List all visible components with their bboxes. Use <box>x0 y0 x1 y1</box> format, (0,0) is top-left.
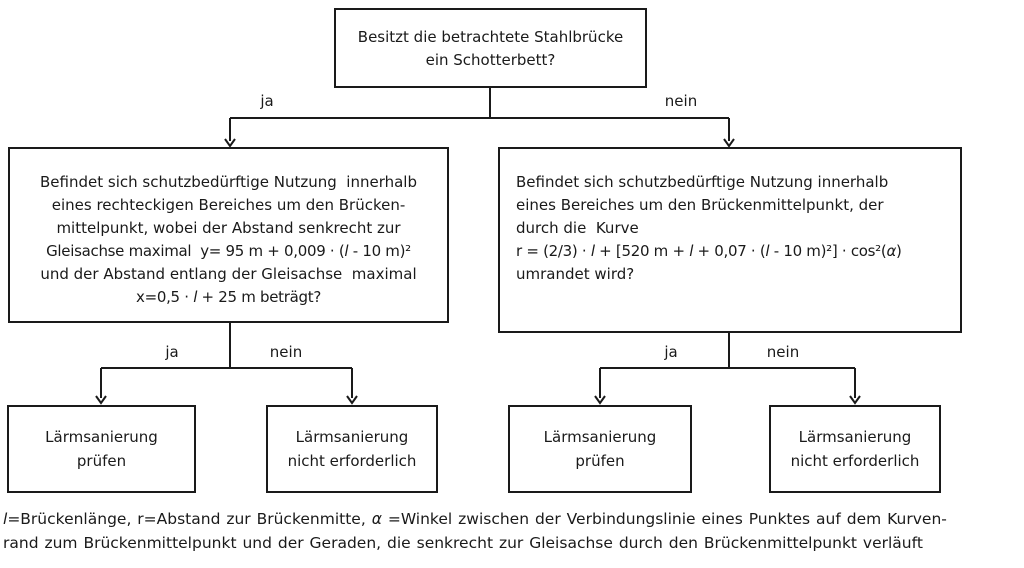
question-text-line: mittelpunkt, wobei der Abstand senkrecht… <box>56 219 401 237</box>
connector-left-split <box>95 323 358 405</box>
question-text-line: ein Schotterbett? <box>425 51 556 69</box>
node-outcome-check-left: Lärmsanierung prüfen <box>7 405 196 493</box>
question-text-line: eines Bereiches um den Brückenmittelpunk… <box>516 196 884 214</box>
legend-footnote: l=Brückenlänge, r=Abstand zur Brückenmit… <box>3 507 1021 555</box>
outcome-text-line: Lärmsanierung <box>45 428 158 446</box>
edge-label-ballast-yes: ja <box>162 342 182 362</box>
formula-y-max: Gleisachse maximal y= 95 m + 0,009 · (l … <box>46 242 411 260</box>
edge-label-ballast-no: nein <box>266 342 306 362</box>
question-text-line: Besitzt die betrachtete Stahlbrücke <box>357 28 624 46</box>
question-text-line: Befindet sich schutzbedürftige Nutzung i… <box>40 173 417 191</box>
outcome-text-line: nicht erforderlich <box>790 452 920 470</box>
arrowhead-down-icon <box>849 395 861 405</box>
edge-label-root-no: nein <box>661 91 701 111</box>
question-text-line: umrandet wird? <box>516 265 635 283</box>
node-ballast-question: Befindet sich schutzbedürftige Nutzung i… <box>8 147 449 323</box>
arrowhead-down-icon <box>723 138 735 148</box>
arrowhead-down-icon <box>594 395 606 405</box>
outcome-text-line: nicht erforderlich <box>287 452 417 470</box>
legend-line: l=Brückenlänge, r=Abstand zur Brückenmit… <box>3 510 947 528</box>
arrowhead-down-icon <box>346 395 358 405</box>
formula-x-max: x=0,5 · l + 25 m beträgt? <box>136 288 321 306</box>
outcome-text-line: Lärmsanierung <box>798 428 912 446</box>
question-text-line: durch die Kurve <box>516 219 639 237</box>
formula-r-curve: r = (2/3) · l + [520 m + l + 0,07 · (l -… <box>516 242 902 260</box>
node-outcome-not-required-right: Lärmsanierung nicht erforderlich <box>769 405 941 493</box>
edge-label-curve-no: nein <box>763 342 803 362</box>
question-text-line: Befindet sich schutzbedürftige Nutzung i… <box>516 173 889 191</box>
legend-line: rand zum Brückenmittelpunkt und der Gera… <box>3 534 923 552</box>
arrowhead-down-icon <box>224 138 236 148</box>
arrowhead-down-icon <box>95 395 107 405</box>
connector-right-split <box>594 333 861 405</box>
edge-label-curve-yes: ja <box>661 342 681 362</box>
question-text-line: eines rechteckigen Bereiches um den Brüc… <box>51 196 406 214</box>
outcome-text-line: Lärmsanierung <box>543 428 657 446</box>
outcome-text-line: prüfen <box>76 452 127 470</box>
outcome-text-line: prüfen <box>575 452 625 470</box>
question-text-line: und der Abstand entlang der Gleisachse m… <box>40 265 417 283</box>
node-outcome-not-required-left: Lärmsanierung nicht erforderlich <box>266 405 438 493</box>
edge-label-root-yes: ja <box>257 91 277 111</box>
outcome-text-line: Lärmsanierung <box>295 428 409 446</box>
node-root-question: Besitzt die betrachtete Stahlbrücke ein … <box>334 8 647 88</box>
node-outcome-check-right: Lärmsanierung prüfen <box>508 405 692 493</box>
connector-root-split <box>224 88 735 148</box>
node-curve-question: Befindet sich schutzbedürftige Nutzung i… <box>498 147 962 333</box>
